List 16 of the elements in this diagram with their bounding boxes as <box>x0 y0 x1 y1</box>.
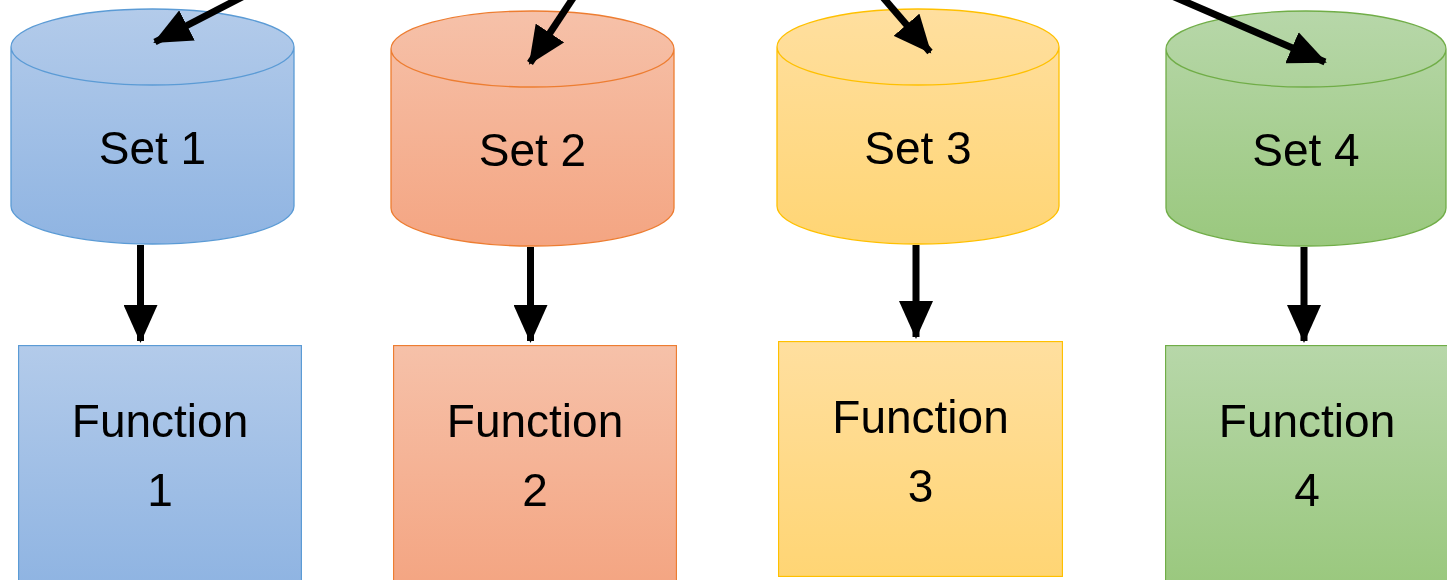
function-box <box>1165 345 1447 580</box>
node-label: Function 1 <box>70 394 250 518</box>
database-cylinder <box>1165 10 1447 247</box>
node-label: Function 2 <box>445 394 625 518</box>
node-label: Function 4 <box>1217 394 1397 518</box>
node-label: Set 2 <box>477 123 588 178</box>
node-label: Set 1 <box>97 121 208 176</box>
node-label: Set 4 <box>1251 123 1361 178</box>
function-box <box>393 345 677 580</box>
function-box <box>18 345 302 580</box>
database-cylinder <box>390 10 675 247</box>
node-label: Function 3 <box>831 390 1010 514</box>
function-box <box>778 341 1063 577</box>
database-cylinder <box>776 8 1060 245</box>
database-cylinder <box>10 8 295 245</box>
node-label: Set 3 <box>863 121 973 176</box>
